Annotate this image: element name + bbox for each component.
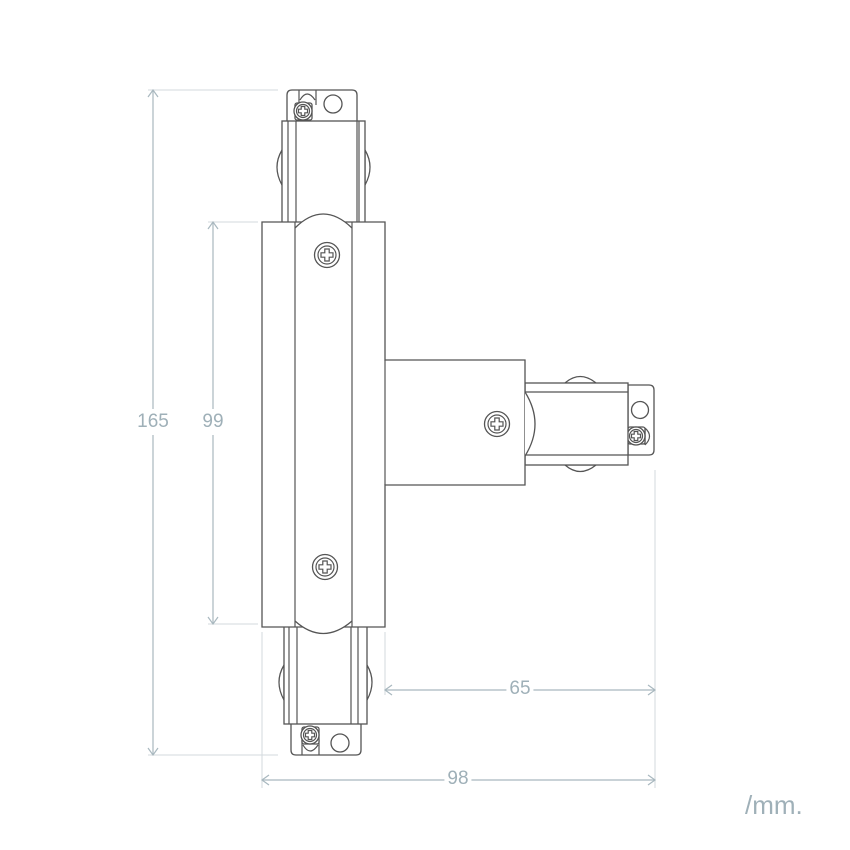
dimension-165-label: 165 — [134, 409, 172, 435]
right-connector — [524, 375, 655, 473]
t-body — [261, 213, 536, 634]
bottom-connector — [278, 619, 373, 756]
top-connector — [276, 89, 371, 228]
dimension-65-label: 65 — [506, 676, 534, 702]
unit-label: /mm. — [745, 790, 803, 820]
dimension-99-label: 99 — [199, 409, 227, 435]
extension-lines — [148, 89, 656, 788]
dimension-98-label: 98 — [444, 766, 472, 792]
